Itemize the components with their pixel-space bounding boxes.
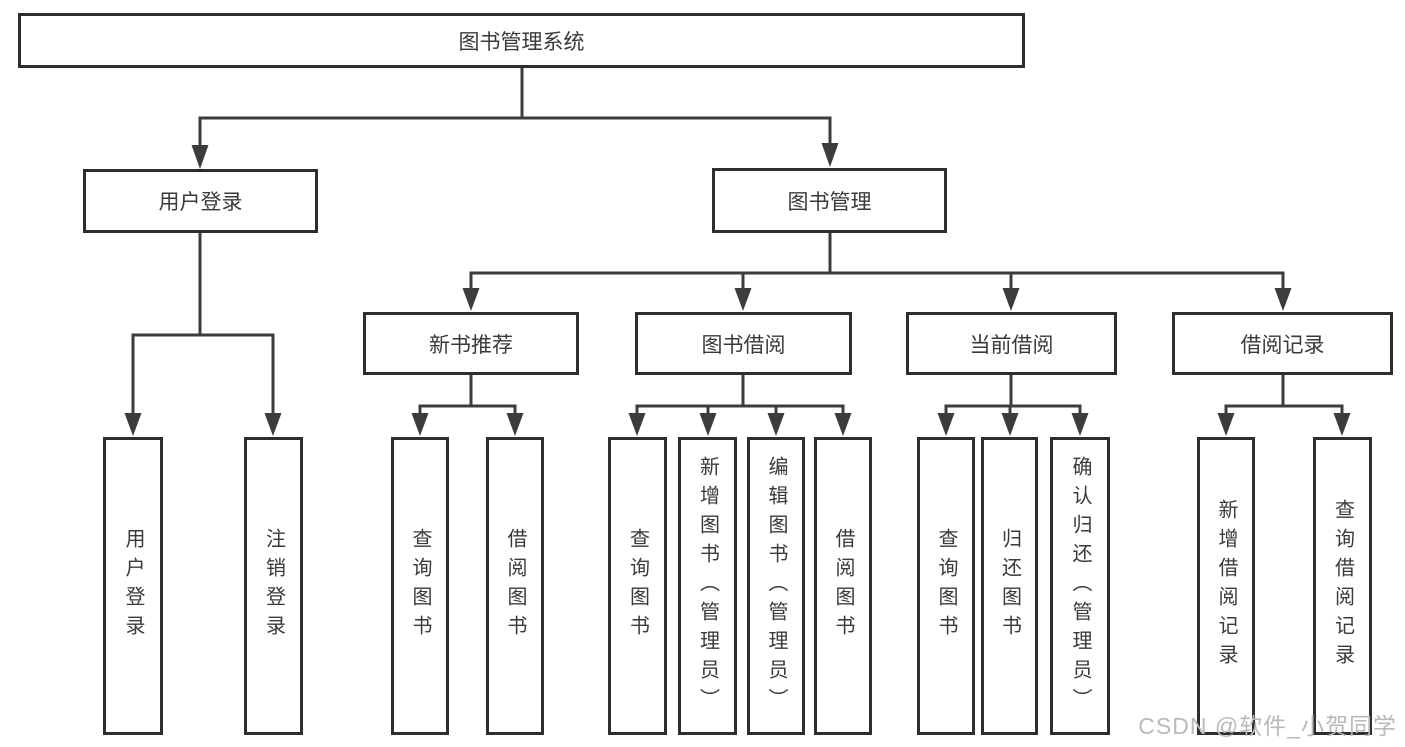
node-new-book-recommend: 新书推荐	[363, 312, 579, 375]
node-book-borrowing: 图书借阅	[635, 312, 852, 375]
node-book-management: 图书管理	[712, 168, 947, 233]
arrow-down-icon	[462, 288, 480, 311]
node-book-borrowing-label: 图书借阅	[701, 333, 786, 357]
arrow-down-icon	[734, 288, 752, 311]
node-user-login: 用户登录	[83, 169, 318, 233]
leaf-return-book: 归还图书	[981, 437, 1038, 735]
leaf-recommend-borrow-book: 借阅图书	[486, 437, 544, 735]
leaf-add-book-admin-label: 新增图书（管理员）	[696, 455, 719, 717]
arrow-down-icon	[1071, 413, 1089, 436]
arrow-down-icon	[1274, 288, 1292, 311]
leaf-logout-label: 注销登录	[262, 528, 285, 644]
arrow-down-icon	[699, 413, 717, 436]
node-borrowing-records: 借阅记录	[1172, 312, 1393, 375]
leaf-add-borrow-record-label: 新增借阅记录	[1215, 499, 1237, 673]
leaf-confirm-return-admin-label: 确认归还（管理员）	[1069, 455, 1091, 717]
node-borrowing-records-label: 借阅记录	[1240, 333, 1325, 357]
leaf-recommend-query-book-label: 查询图书	[409, 528, 431, 644]
leaf-query-borrow-record-label: 查询借阅记录	[1331, 499, 1354, 673]
arrow-down-icon	[411, 413, 429, 436]
node-new-book-recommend-label: 新书推荐	[429, 333, 513, 357]
node-root-label: 图书管理系统	[458, 30, 585, 54]
node-user-login-label: 用户登录	[158, 191, 243, 214]
connector-trunks	[131, 66, 1344, 408]
arrow-stems	[131, 118, 1344, 415]
leaf-current-query-book-label: 查询图书	[935, 528, 957, 644]
leaf-query-borrow-record: 查询借阅记录	[1313, 437, 1372, 735]
leaf-recommend-query-book: 查询图书	[391, 437, 449, 735]
leaf-add-borrow-record: 新增借阅记录	[1197, 437, 1255, 735]
arrow-down-icon	[1333, 413, 1351, 436]
csdn-watermark: CSDN @软件_小贺同学	[1138, 713, 1397, 739]
leaf-user-login-label: 用户登录	[122, 528, 144, 644]
arrow-down-icon	[937, 413, 955, 436]
leaf-logout: 注销登录	[244, 437, 303, 735]
leaf-user-login: 用户登录	[103, 437, 163, 735]
arrow-down-icon	[124, 413, 142, 436]
node-book-management-label: 图书管理	[787, 190, 872, 214]
arrow-down-icon	[1217, 413, 1235, 436]
node-current-borrowing-label: 当前借阅	[969, 333, 1054, 357]
node-root: 图书管理系统	[18, 13, 1025, 68]
arrow-down-icon	[264, 413, 282, 436]
leaf-confirm-return-admin: 确认归还（管理员）	[1050, 437, 1110, 735]
leaf-recommend-borrow-book-label: 借阅图书	[504, 528, 526, 644]
arrow-down-icon	[1001, 413, 1019, 436]
leaf-add-book-admin: 新增图书（管理员）	[678, 437, 737, 735]
leaf-borrowing-query-book: 查询图书	[608, 437, 667, 735]
leaf-borrowing-borrow-book: 借阅图书	[814, 437, 872, 735]
arrow-down-icon	[767, 413, 785, 436]
leaf-borrowing-borrow-book-label: 借阅图书	[832, 528, 854, 644]
arrow-down-icon	[821, 143, 839, 167]
arrow-down-icon	[506, 413, 524, 436]
node-current-borrowing: 当前借阅	[906, 312, 1117, 375]
leaf-edit-book-admin-label: 编辑图书（管理员）	[765, 455, 787, 717]
arrow-down-icon	[191, 145, 209, 169]
leaf-current-query-book: 查询图书	[917, 437, 975, 735]
arrow-down-icon	[1002, 288, 1020, 311]
arrow-down-icon	[628, 413, 646, 436]
leaf-edit-book-admin: 编辑图书（管理员）	[747, 437, 805, 735]
arrowheads	[124, 143, 1351, 436]
leaf-return-book-label: 归还图书	[998, 528, 1021, 644]
leaf-borrowing-query-book-label: 查询图书	[626, 528, 649, 644]
arrow-down-icon	[834, 413, 852, 436]
